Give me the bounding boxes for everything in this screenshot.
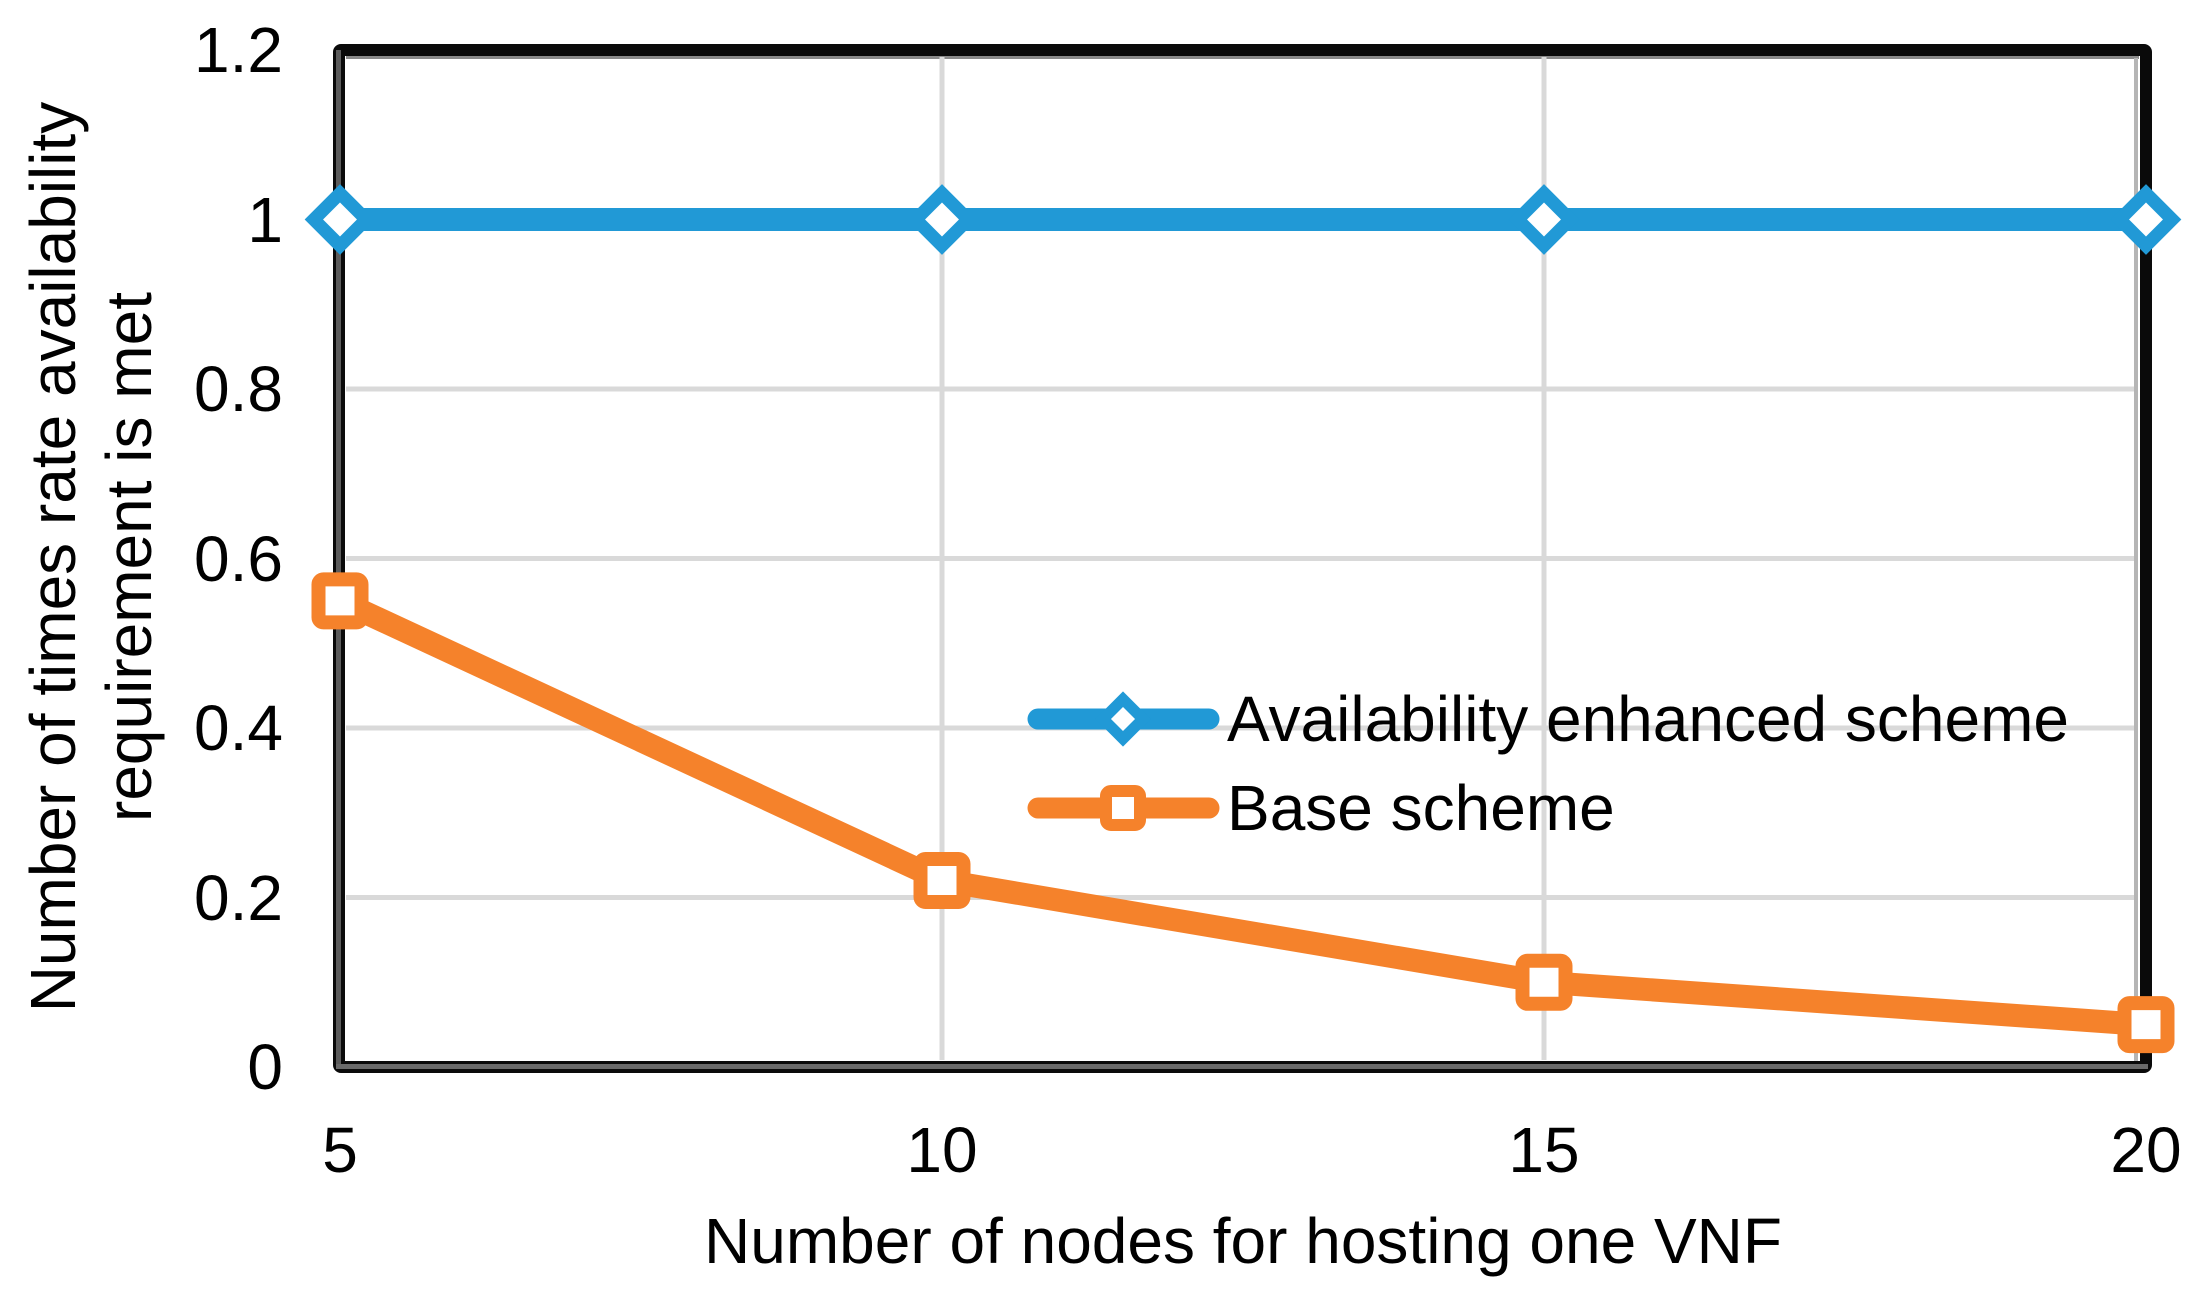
x-tick-label: 5 bbox=[322, 1114, 358, 1186]
plot-frame-bevel-left bbox=[336, 50, 341, 1068]
legend: Availability enhanced scheme Base scheme bbox=[1026, 674, 2069, 852]
x-tick-label: 20 bbox=[2110, 1114, 2182, 1186]
legend-swatch-diamond-icon bbox=[1026, 675, 1221, 763]
y-tick-label: 1.2 bbox=[194, 14, 283, 86]
y-axis-title: Number of times rate availability requir… bbox=[15, 42, 167, 1072]
y-tick-label: 0.8 bbox=[194, 353, 283, 425]
y-tick-label: 1 bbox=[247, 183, 283, 256]
plot-frame bbox=[333, 44, 2152, 1073]
legend-square-marker-icon bbox=[1100, 784, 1146, 831]
y-tick-label: 0.2 bbox=[194, 861, 283, 934]
x-axis-title: Number of nodes for hosting one VNF bbox=[704, 1205, 1782, 1277]
legend-label-availability-enhanced-scheme: Availability enhanced scheme bbox=[1227, 682, 2069, 755]
y-tick-label: 0.4 bbox=[194, 692, 283, 764]
plot-frame-bevel-right bbox=[2134, 58, 2138, 1061]
y-axis-title-line1: Number of times rate availability bbox=[17, 101, 89, 1013]
legend-item-availability-enhanced-scheme: Availability enhanced scheme bbox=[1026, 674, 2069, 763]
y-tick-label: 0.6 bbox=[194, 522, 283, 595]
legend-item-base-scheme: Base scheme bbox=[1026, 763, 2069, 852]
plot-frame-bevel-top bbox=[346, 56, 2139, 59]
x-tick-label: 10 bbox=[906, 1114, 978, 1186]
legend-diamond-marker-icon bbox=[1095, 690, 1151, 747]
legend-swatch-square-icon bbox=[1026, 764, 1221, 852]
y-tick-label: 0 bbox=[247, 1031, 283, 1103]
legend-label-base-scheme: Base scheme bbox=[1227, 771, 1615, 844]
plot-frame-bevel-bottom bbox=[336, 1064, 2148, 1069]
y-axis-title-line2: requirement is met bbox=[93, 292, 165, 822]
x-tick-label: 15 bbox=[1508, 1114, 1580, 1186]
